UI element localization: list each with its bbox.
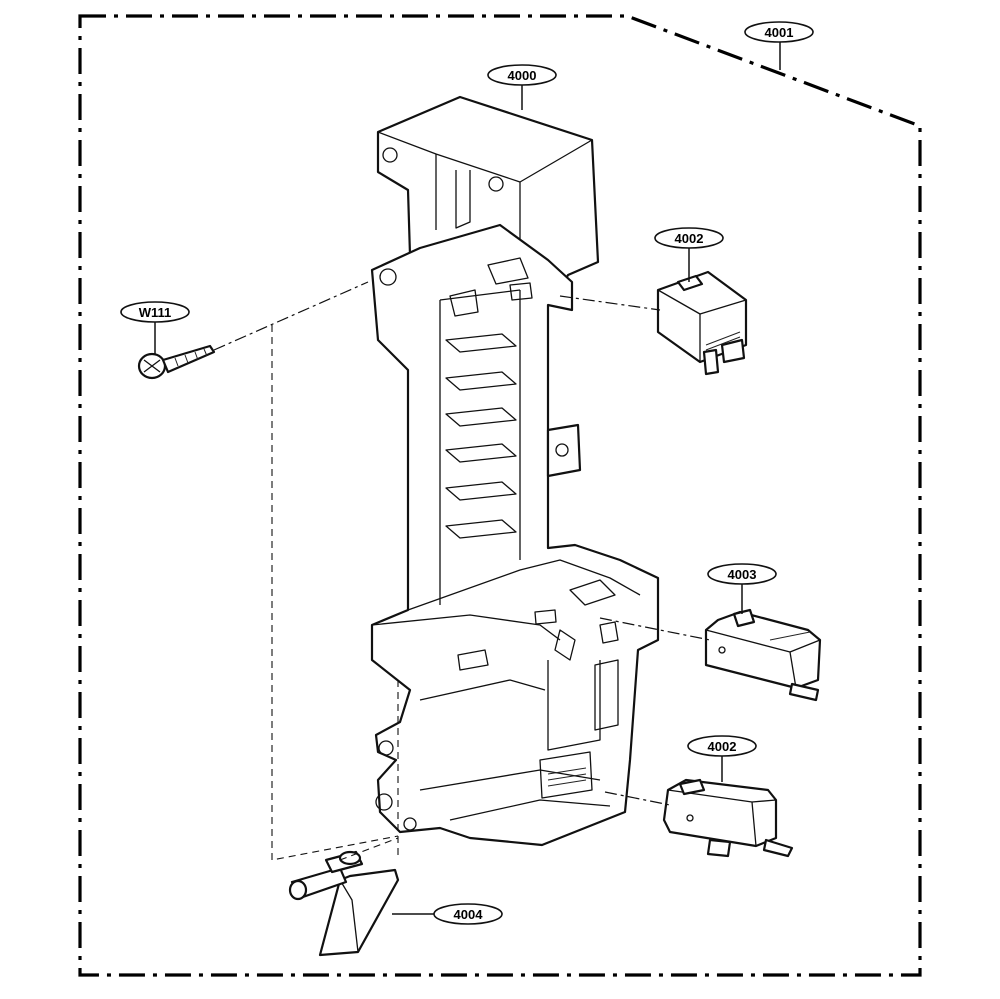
latch-board-part	[370, 95, 660, 847]
lever-part	[288, 850, 400, 957]
switch-middle-part	[704, 608, 822, 702]
switch-upper-part	[656, 270, 748, 376]
callout-w111: W111	[120, 301, 190, 354]
callout-4004: 4004	[392, 903, 503, 925]
callout-4003: 4003	[707, 563, 777, 614]
switch-lower-part	[662, 778, 794, 858]
callout-label: 4002	[708, 739, 737, 754]
guide-line-left	[271, 325, 399, 861]
callout-4001: 4001	[744, 21, 814, 70]
switch-upper-leader	[559, 295, 661, 311]
callout-4002-lower: 4002	[687, 735, 757, 782]
callout-label: W111	[139, 305, 172, 320]
switch-lower-leader	[604, 791, 671, 806]
callout-4002-upper: 4002	[654, 227, 724, 282]
callout-label: 4001	[765, 25, 794, 40]
callout-label: 4002	[675, 231, 704, 246]
callout-label: 4003	[728, 567, 757, 582]
screw-part	[137, 344, 216, 380]
switch-middle-leader	[599, 617, 711, 641]
callout-4000: 4000	[487, 64, 557, 110]
guide-line-lever	[339, 680, 399, 861]
callout-label: 4004	[454, 907, 484, 922]
callout-label: 4000	[508, 68, 537, 83]
screw-leader	[213, 281, 369, 351]
